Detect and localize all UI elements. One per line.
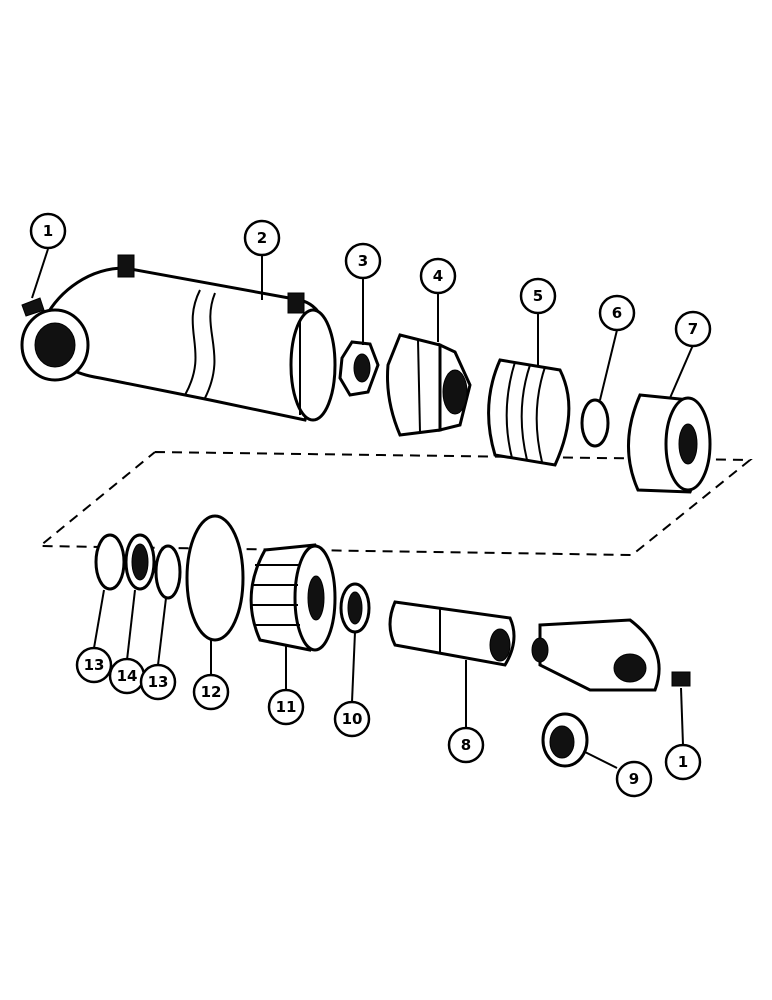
cylinder-barrel	[20, 254, 337, 422]
o-ring-large	[185, 514, 245, 642]
callout-label: 10	[342, 710, 363, 728]
callout-10: 10	[333, 700, 371, 738]
callout-13-right: 13	[139, 663, 177, 701]
callout-2: 2	[243, 219, 281, 257]
callout-5: 5	[519, 277, 557, 315]
grease-fitting-upper	[21, 297, 45, 317]
callout-6: 6	[598, 294, 636, 332]
wiper-bushing	[124, 533, 156, 591]
o-ring-left	[94, 533, 126, 591]
callout-label: 3	[358, 252, 368, 270]
callout-label: 5	[533, 287, 543, 305]
callout-1-lower: 1	[664, 743, 702, 781]
cylinder-gland	[626, 393, 712, 494]
callout-9: 9	[615, 760, 653, 798]
callout-label: 13	[148, 673, 169, 691]
clevis-bushing	[541, 712, 589, 768]
callout-11: 11	[267, 688, 305, 726]
piston-rod	[388, 600, 516, 667]
callout-label: 14	[117, 667, 138, 685]
callout-label: 8	[461, 736, 471, 754]
callout-label: 9	[629, 770, 639, 788]
callout-1-upper: 1	[29, 212, 67, 250]
callout-label: 2	[257, 229, 267, 247]
o-ring-right	[154, 544, 182, 600]
callout-4: 4	[419, 257, 457, 295]
retaining-ring	[580, 398, 610, 448]
callout-12: 12	[192, 673, 230, 711]
callout-label: 1	[678, 753, 688, 771]
grease-fitting-lower	[671, 671, 691, 687]
callout-3: 3	[344, 242, 382, 280]
callout-label: 13	[84, 656, 105, 674]
leader-lines	[31, 248, 694, 769]
rod-seal	[339, 582, 371, 634]
callout-8: 8	[447, 726, 485, 764]
callout-14: 14	[108, 657, 146, 695]
callout-label: 12	[201, 683, 222, 701]
piston-nut	[338, 340, 380, 397]
rod-clevis	[531, 618, 661, 692]
piston	[386, 333, 472, 437]
callout-label: 7	[688, 320, 698, 338]
callout-label: 4	[433, 267, 443, 285]
packing-set	[487, 358, 571, 467]
head-gland	[249, 543, 337, 652]
callout-label: 1	[43, 222, 53, 240]
callout-label: 11	[276, 698, 297, 716]
callout-label: 6	[612, 304, 622, 322]
callout-7: 7	[674, 310, 712, 348]
callout-13-left: 13	[75, 646, 113, 684]
